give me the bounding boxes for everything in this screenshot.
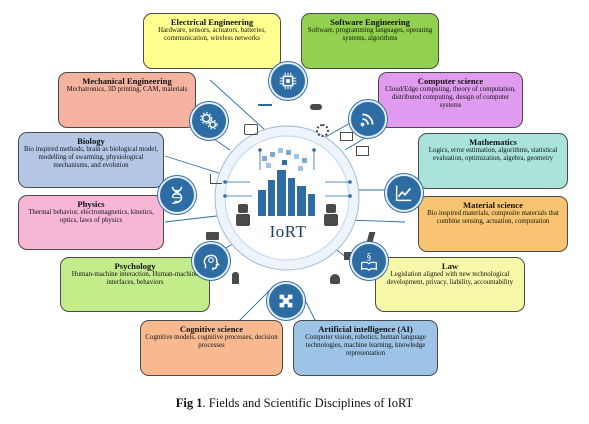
box-title: Law [441, 261, 459, 271]
puzzle-icon [267, 282, 305, 320]
box-computer-science: Computer science Cloud/Edge computing, t… [378, 72, 523, 128]
box-description: Computer vision, robotics, human languag… [305, 334, 426, 358]
box-description: Bio inspired materials, composite materi… [427, 210, 559, 226]
line-chart-icon [385, 174, 423, 212]
box-title: Physics [77, 199, 105, 209]
robot-right-icon [324, 204, 338, 226]
box-physics: Physics Thermal behavior, electromagneti… [18, 195, 164, 250]
box-description: Hardware, sensors, actuators, batteries,… [158, 27, 266, 43]
mail-small-icon [340, 132, 353, 141]
gears-icon [190, 102, 228, 140]
brain-head-icon [192, 242, 230, 280]
box-title: Biology [77, 136, 105, 146]
gear-small-icon [316, 124, 329, 137]
box-cognitive-science: Cognitive science Cognitive models, cogn… [140, 320, 283, 376]
box-law: Law Legislation aligned with new technol… [375, 257, 525, 312]
circuit-lines [223, 148, 352, 198]
figure-caption: Fig 1. Fields and Scientific Disciplines… [0, 396, 589, 411]
box-title: Mathematics [469, 137, 517, 147]
wifi-signal-icon [349, 100, 387, 138]
caption-text: . Fields and Scientific Disciplines of I… [202, 396, 414, 410]
box-title: Psychology [114, 261, 156, 271]
monitor-small-icon [356, 146, 369, 156]
dna-icon [158, 176, 196, 214]
box-title: Software Engineering [330, 17, 410, 27]
box-psychology: Psychology Human-machine interaction, Hu… [60, 257, 210, 312]
drone-icon [258, 104, 272, 114]
box-mathematics: Mathematics Logics, error estimation, al… [418, 133, 568, 189]
house-small-icon [344, 252, 354, 260]
law-book-icon: § [350, 242, 388, 280]
box-title: Artificial intelligence (AI) [318, 324, 413, 334]
box-description: Mechatronics, 3D printing, CAM, material… [66, 86, 188, 93]
hub-inner-ring [224, 135, 350, 261]
box-title: Material science [463, 200, 523, 210]
box-artificial-intelligence: Artificial intelligence (AI) Computer vi… [293, 320, 438, 376]
box-description: Legislation aligned with new technologic… [386, 271, 514, 287]
box-title: Electrical Engineering [170, 17, 254, 27]
box-software-engineering: Software Engineering Software, programmi… [301, 13, 439, 69]
box-mechanical-engineering: Mechanical Engineering Mechatronics, 3D … [58, 72, 196, 128]
box-title: Mechanical Engineering [82, 76, 172, 86]
box-description: Bio inspired methods, brain as biologica… [24, 146, 158, 170]
caption-label: Fig 1 [175, 396, 203, 410]
box-description: Software, programming languages, operati… [307, 27, 433, 43]
bus-icon [244, 124, 258, 135]
box-title: Computer science [417, 76, 484, 86]
robot-left-icon [236, 204, 250, 226]
truck-small-icon [206, 232, 219, 240]
people-small-icon [330, 274, 340, 284]
box-description: Logics, error estimation, algorithms, st… [428, 147, 558, 163]
box-material-science: Material science Bio inspired materials,… [418, 196, 568, 252]
iort-label: IoRT [269, 222, 307, 241]
box-description: Thermal behavior, electromagnetics, kine… [28, 209, 154, 225]
box-biology: Biology Bio inspired methods, brain as b… [18, 132, 164, 188]
box-electrical-engineering: Electrical Engineering Hardware, sensors… [143, 13, 281, 69]
box-description: Human-machine interaction, Human-machine… [71, 271, 199, 287]
box-description: Cloud/Edge computing, theory of computat… [385, 86, 516, 110]
svg-text:§: § [367, 252, 372, 263]
car-icon [310, 104, 322, 110]
city-skyline-icon [258, 148, 315, 216]
person-small-icon [232, 272, 239, 284]
chart-small-icon [210, 174, 222, 184]
circuit-chip-icon [269, 62, 307, 100]
box-description: Cognitive models, cognitive processes, d… [145, 334, 278, 350]
box-title: Cognitive science [179, 324, 244, 334]
